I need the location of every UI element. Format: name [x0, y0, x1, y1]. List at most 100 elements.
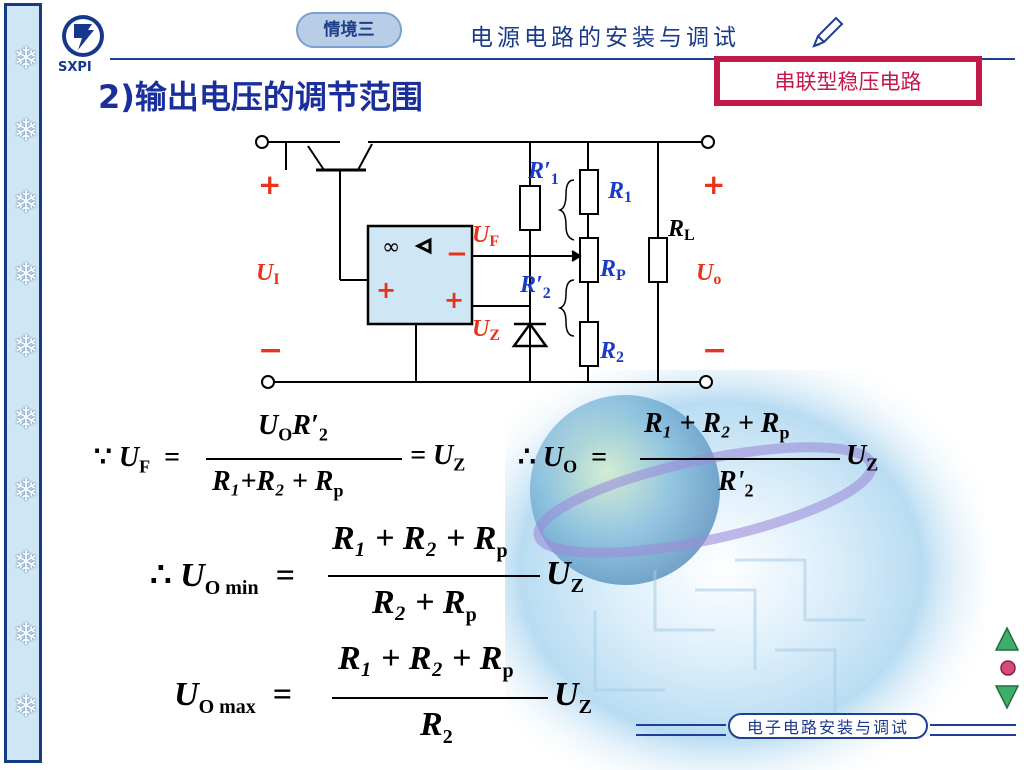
eq3-lhs-sub: O min: [204, 576, 259, 599]
snowflake-icon: ❄: [13, 401, 39, 436]
eq1-den-sub: p: [333, 480, 344, 501]
snowflake-icon: ❄: [13, 689, 39, 724]
snowflake-icon: ❄: [13, 473, 39, 508]
eq1-rhs-sub: Z: [453, 454, 466, 475]
eq3-fraction-bar: [328, 575, 540, 577]
eq1-den: R₁+R₂ + R: [212, 466, 334, 497]
eq2-fraction-bar: [640, 458, 840, 460]
svg-text:RP: RP: [599, 256, 626, 284]
eq2-numerator: R₁ + R₂ + Rp: [644, 408, 789, 444]
snowflake-icon: ❄: [13, 329, 39, 364]
eq2-prefix: ∴: [518, 442, 536, 473]
course-title: 电源电路的安装与调试: [470, 25, 740, 51]
label-uf-sub: F: [489, 233, 499, 250]
eq3-denominator: R₂ + Rp: [372, 584, 477, 627]
eq1-rhs-text: = U: [410, 440, 454, 471]
eq4-lhs: U: [174, 676, 199, 713]
logo-text: SXPI: [58, 60, 92, 75]
footer-badge: 电子电路安装与调试: [728, 713, 928, 739]
eq3-num-sub: p: [496, 539, 508, 562]
eq1-num2-sub: 2: [318, 424, 328, 445]
snowflake-icon: ❄: [13, 41, 39, 76]
eq1-lhs-sub: F: [139, 456, 151, 477]
snowflake-icon: ❄: [13, 545, 39, 580]
output-plus: +: [702, 168, 725, 201]
opamp-infinity-symbol: ∞: [382, 235, 400, 260]
eq3-num: R₁ + R₂ + R: [332, 520, 497, 557]
eq1-lhs: U: [118, 442, 140, 473]
opamp-plus-right: +: [444, 286, 464, 314]
equation-1: ∵ UF =: [94, 442, 181, 477]
eq3-rhs-sub: Z: [570, 574, 584, 597]
eq2-rhs: UZ: [846, 440, 878, 476]
eq3-prefix: ∴: [150, 557, 172, 594]
equation-3: ∴ UO min =: [150, 557, 295, 599]
label-r1-prime-sub: 1: [551, 171, 559, 188]
label-rl: R: [667, 216, 684, 242]
eq4-den: R: [420, 706, 443, 743]
input-minus: −: [258, 333, 283, 368]
svg-text:R′2: R′2: [519, 272, 551, 302]
eq1-num: U: [258, 410, 279, 441]
section-tag: 串联型稳压电路: [714, 56, 982, 106]
eq1-num-sub: O: [278, 424, 293, 445]
chapter-label: 情境三: [323, 20, 375, 40]
eq2-lhs-sub: O: [563, 456, 578, 477]
svg-text:R1: R1: [607, 178, 632, 206]
snowflake-icon: ❄: [13, 617, 39, 652]
svg-text:UZ: UZ: [472, 316, 500, 344]
svg-text:UI: UI: [256, 260, 280, 288]
sidebar-strip: ❄ ❄ ❄ ❄ ❄ ❄ ❄ ❄ ❄ ❄: [4, 3, 42, 763]
footer-line-right: [930, 724, 1016, 736]
label-uz: U: [472, 316, 491, 342]
eq4-lhs-sub: O max: [198, 695, 256, 718]
eq4-num: R₁ + R₂ + R: [338, 640, 503, 677]
eq1-num2: R′: [292, 410, 319, 441]
label-r1: R: [607, 178, 624, 204]
label-uo: U: [696, 260, 715, 286]
opamp-triangle-icon: [414, 237, 432, 255]
section-tag-label: 串联型稳压电路: [774, 70, 922, 94]
globe-background-image: [505, 370, 985, 770]
svg-text:R′1: R′1: [527, 158, 559, 188]
previous-slide-button[interactable]: [994, 626, 1020, 652]
eq1-numerator: UOR′2: [258, 410, 328, 446]
label-uo-sub: o: [713, 271, 721, 288]
output-minus: −: [702, 333, 727, 368]
eq4-rhs: UZ: [554, 676, 592, 719]
eq2-num: R₁ + R₂ + R: [644, 408, 780, 439]
input-plus: +: [258, 168, 281, 201]
eq3-lhs: U: [180, 557, 205, 594]
label-rl-sub: L: [684, 227, 695, 244]
pencil-icon: [812, 16, 844, 48]
label-r1-prime: R′: [527, 158, 551, 184]
eq2-den: R': [718, 466, 745, 497]
snowflake-icon: ❄: [13, 113, 39, 148]
label-r2-prime-sub: 2: [543, 285, 551, 302]
label-r2-prime: R′: [519, 272, 543, 298]
label-rp: R: [599, 256, 616, 282]
school-logo-icon: [62, 15, 104, 57]
eq1-rhs: = UZ: [410, 440, 465, 476]
eq4-num-sub: p: [502, 659, 514, 682]
eq4-den-sub: 2: [442, 725, 453, 748]
eq1-prefix: ∵: [94, 442, 112, 473]
eq3-rhs: UZ: [546, 555, 584, 598]
home-button[interactable]: [1000, 660, 1016, 676]
equation-2: ∴ UO =: [518, 442, 608, 477]
eq4-fraction-bar: [332, 697, 548, 699]
dot-icon: [1000, 660, 1016, 676]
series-regulator-circuit-diagram: ∞ − + + + + − − UI UF UZ Uo R′1 R′2 R1 R…: [255, 135, 727, 389]
eq2-denominator: R'2: [718, 466, 753, 502]
svg-text:R2: R2: [599, 338, 624, 366]
snowflake-sidebar: ❄ ❄ ❄ ❄ ❄ ❄ ❄ ❄ ❄ ❄: [0, 0, 48, 768]
eq2-rhs-sub: Z: [866, 454, 879, 475]
svg-text:Uo: Uo: [696, 260, 721, 288]
svg-text:RL: RL: [667, 216, 695, 244]
next-slide-button[interactable]: [994, 684, 1020, 710]
label-uf: U: [472, 222, 491, 248]
chapter-badge: 情境三: [296, 12, 402, 48]
eq3-rhs-text: U: [546, 555, 571, 592]
opamp-minus: −: [446, 239, 468, 269]
eq2-num-sub: p: [779, 422, 790, 443]
